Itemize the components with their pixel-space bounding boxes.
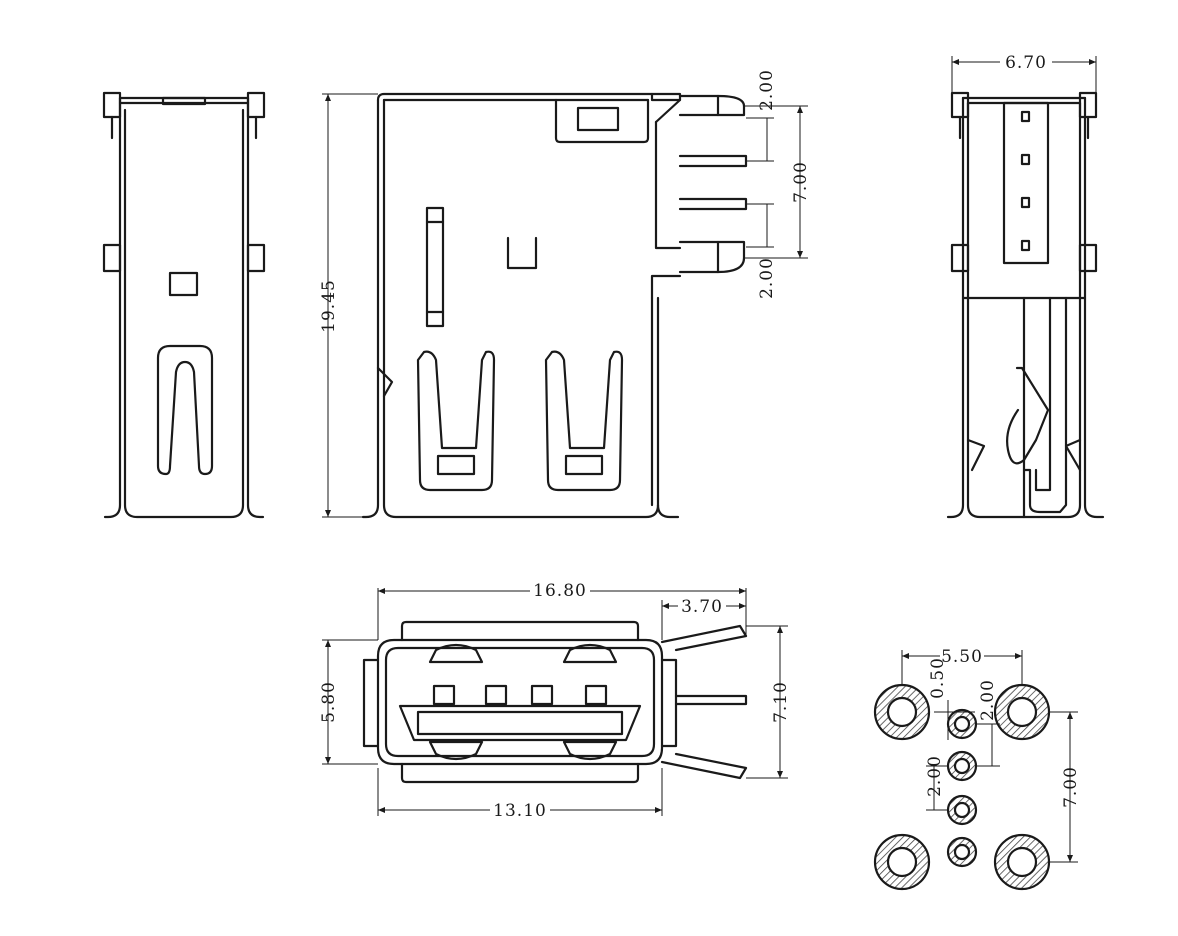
dim-side-pin-top-pitch: 2.00 — [757, 69, 777, 111]
dim-top-width: 5.80 — [319, 681, 339, 723]
dim-top-pin-span: 7.10 — [771, 681, 791, 723]
end-view-dimensions: 6.70 — [951, 52, 1097, 93]
dim-top-body-length: 13.10 — [493, 801, 547, 821]
dim-side-height: 19.45 — [319, 279, 339, 333]
pcb-footprint — [873, 683, 1051, 891]
dim-end-width: 6.70 — [1005, 53, 1047, 73]
dim-footprint-offset: 0.50 — [928, 657, 948, 699]
side-view-dimensions: 19.45 2.00 7.00 2.00 — [319, 69, 811, 518]
dim-side-pin-span: 7.00 — [791, 161, 811, 203]
top-view-dimensions: 16.80 3.70 5.80 7.10 13.10 — [319, 580, 791, 821]
dim-footprint-pitch-left: 2.00 — [925, 755, 945, 797]
dim-top-pin-offset: 3.70 — [681, 597, 723, 617]
footprint-dimensions: 5.50 0.50 2.00 7.00 2.00 — [901, 646, 1081, 863]
dim-footprint-span-y: 7.00 — [1061, 766, 1081, 808]
dim-top-length: 16.80 — [533, 581, 587, 601]
front-view — [102, 91, 266, 519]
dim-side-pin-bottom-pitch: 2.00 — [757, 257, 777, 299]
end-view — [946, 91, 1105, 519]
top-view — [362, 620, 748, 784]
dim-footprint-span-x: 5.50 — [941, 647, 983, 667]
side-view — [361, 92, 748, 519]
dim-footprint-pitch-top: 2.00 — [978, 679, 998, 721]
